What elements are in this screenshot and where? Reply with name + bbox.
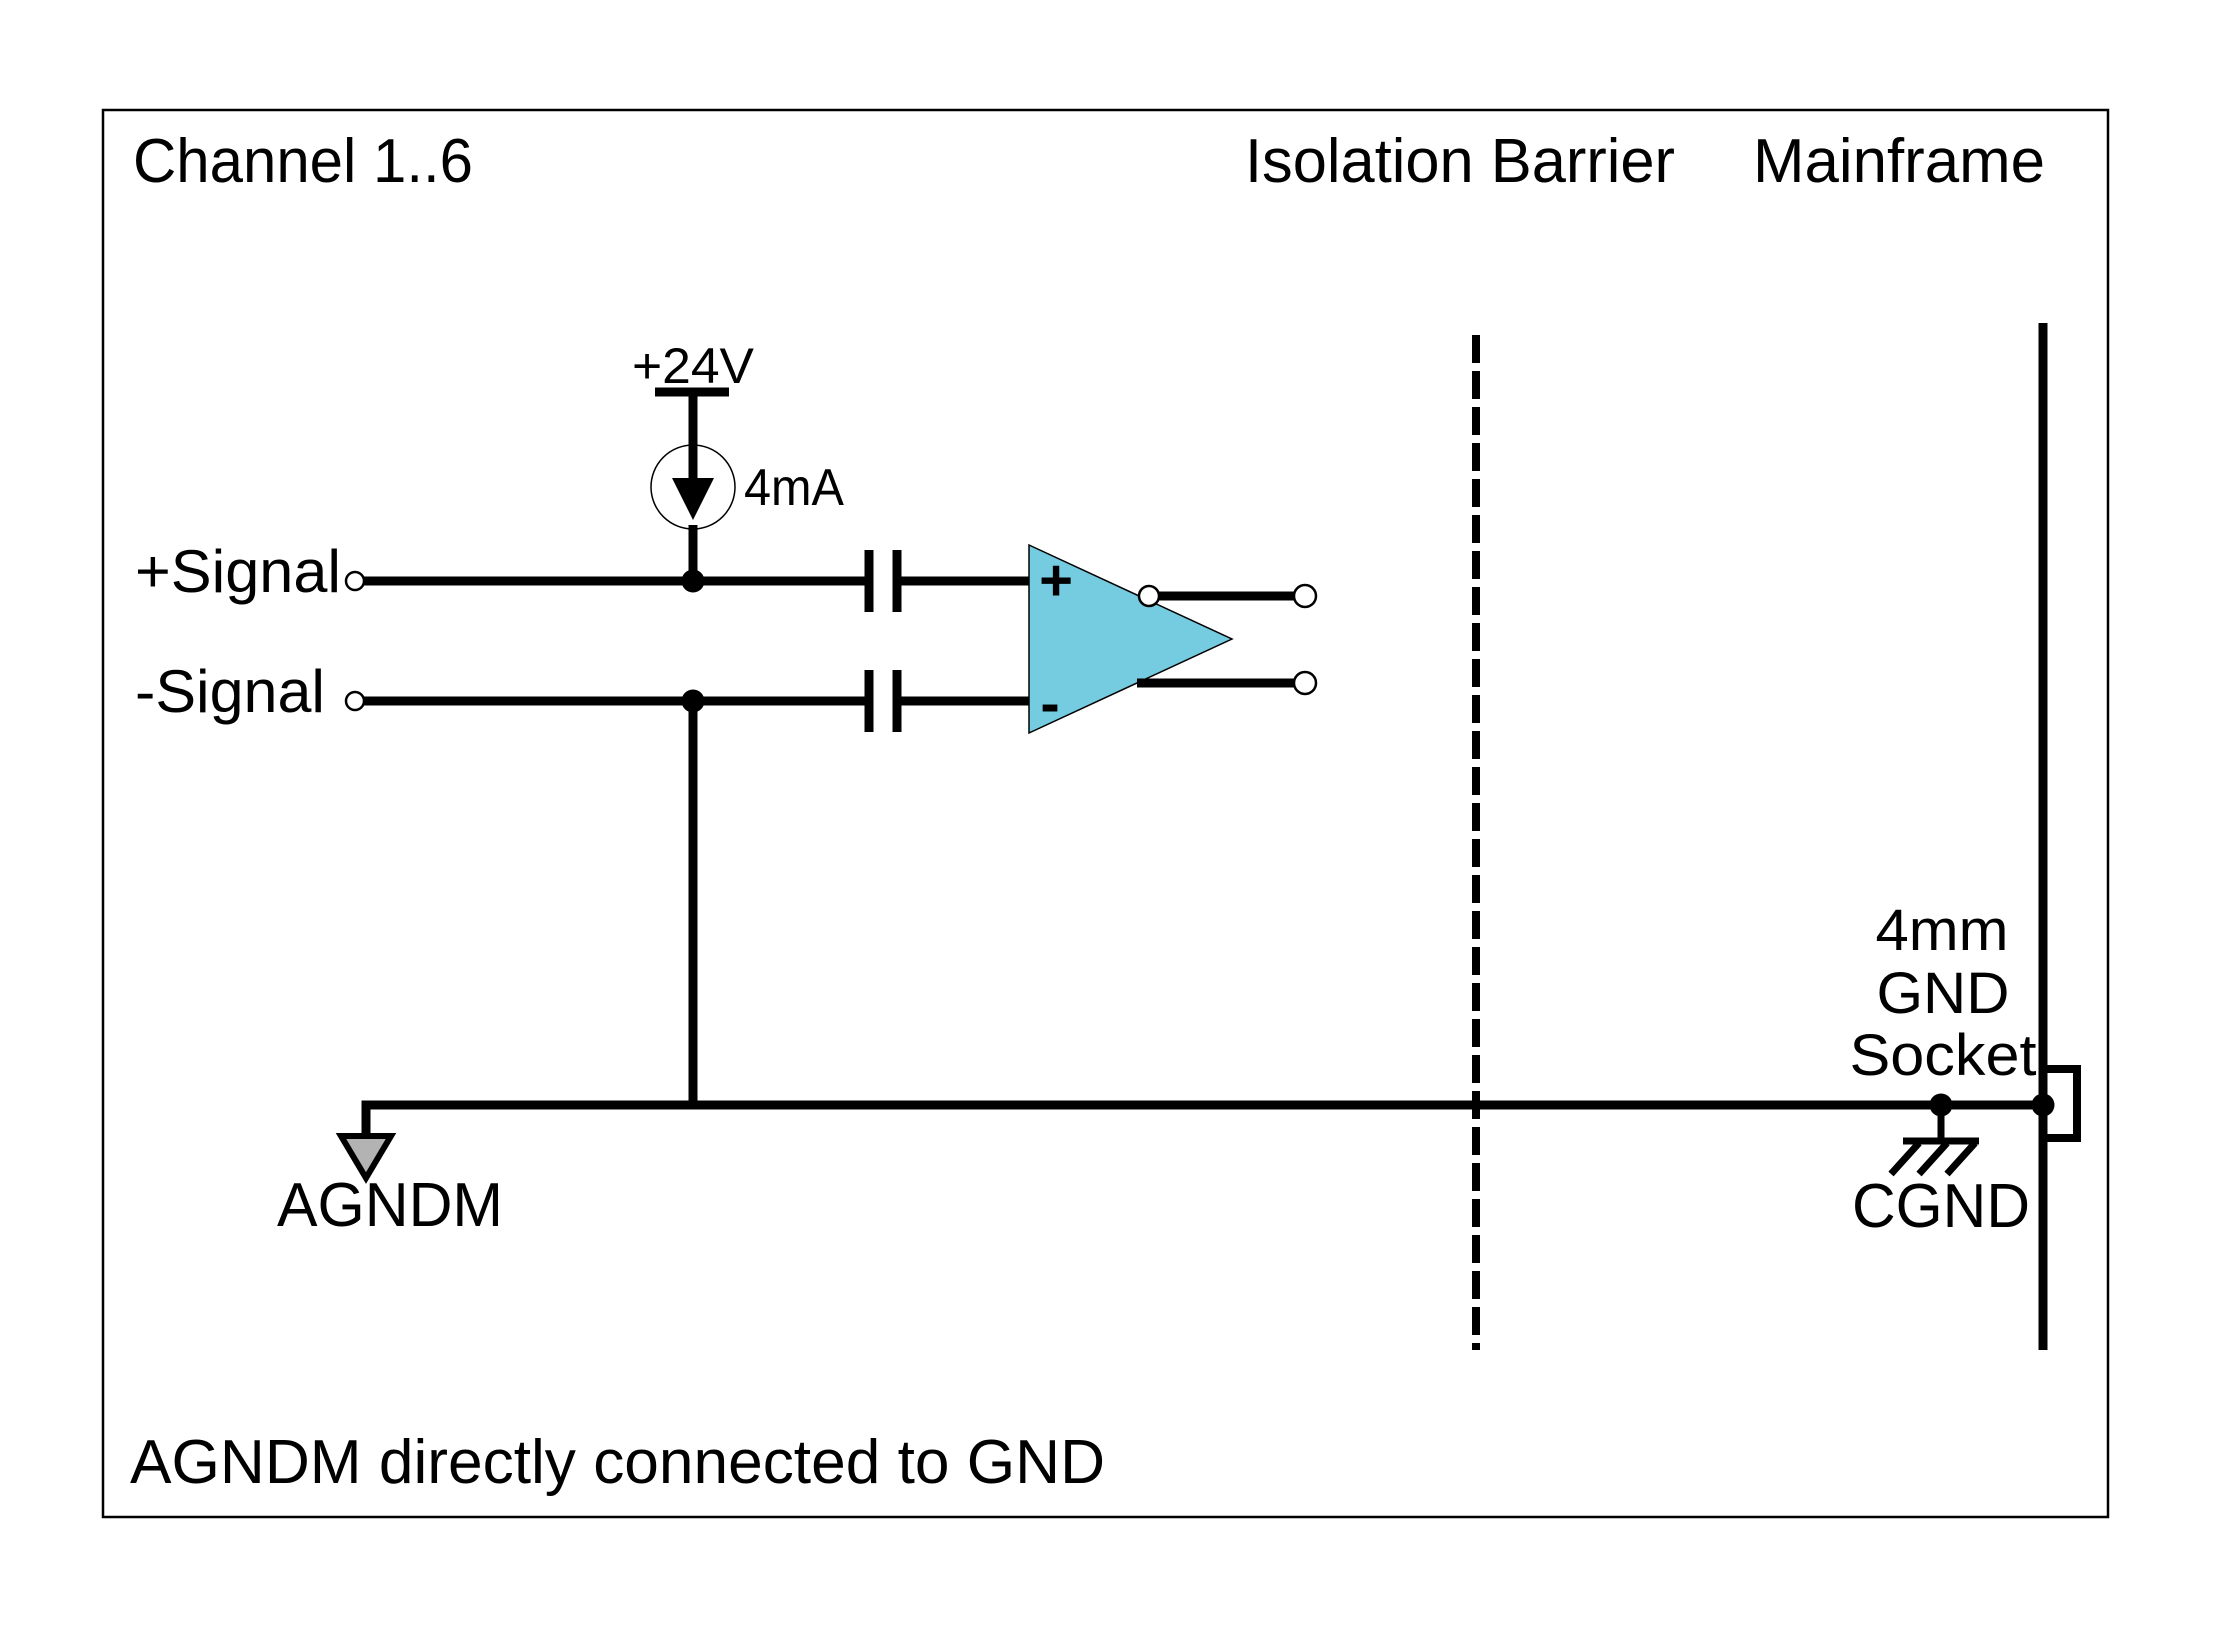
agndm-ground-icon (335, 1133, 397, 1184)
bus-junction-dot (2031, 1093, 2055, 1117)
ground-bus-wire (361, 1100, 2043, 1137)
output-top-right-terminal (1292, 583, 1318, 609)
mainframe-label: Mainframe (1753, 127, 2045, 196)
opamp-minus-input-label: - (1040, 671, 1059, 736)
gnd-socket-notch (2043, 1065, 2081, 1142)
minus-signal-label: -Signal (135, 658, 325, 725)
frame-border (101, 108, 2110, 1519)
cgnd-hatch-2 (1916, 1140, 1950, 1177)
socket-label-line1: 4mm (1876, 898, 2009, 963)
cgnd-hatch-3 (1944, 1140, 1978, 1177)
socket-label-line2: GND (1877, 961, 2010, 1026)
cgnd-hatch-1 (1888, 1140, 1922, 1177)
opamp-triangle (1028, 543, 1234, 735)
opamp-plus-input-label: + (1039, 548, 1073, 613)
plus-signal-label: +Signal (135, 538, 341, 605)
channel-label: Channel 1..6 (133, 127, 473, 196)
supply-voltage-label: +24V (632, 338, 755, 394)
current-arrow-icon (672, 478, 714, 520)
agndm-label: AGNDM (277, 1171, 503, 1240)
plus-signal-terminal (344, 570, 366, 592)
output-bottom-right-terminal (1292, 670, 1318, 696)
plus-signal-junction-dot (681, 569, 705, 593)
minus-signal-terminal (344, 690, 366, 712)
footer-note: AGNDM directly connected to GND (130, 1428, 1105, 1497)
supply-current-label: 4mA (744, 459, 844, 517)
output-top-left-terminal (1137, 584, 1161, 608)
socket-label-line3: Socket (1850, 1023, 2037, 1088)
cgnd-label: CGND (1852, 1172, 2030, 1241)
isolation-barrier-label: Isolation Barrier (1245, 127, 1675, 196)
